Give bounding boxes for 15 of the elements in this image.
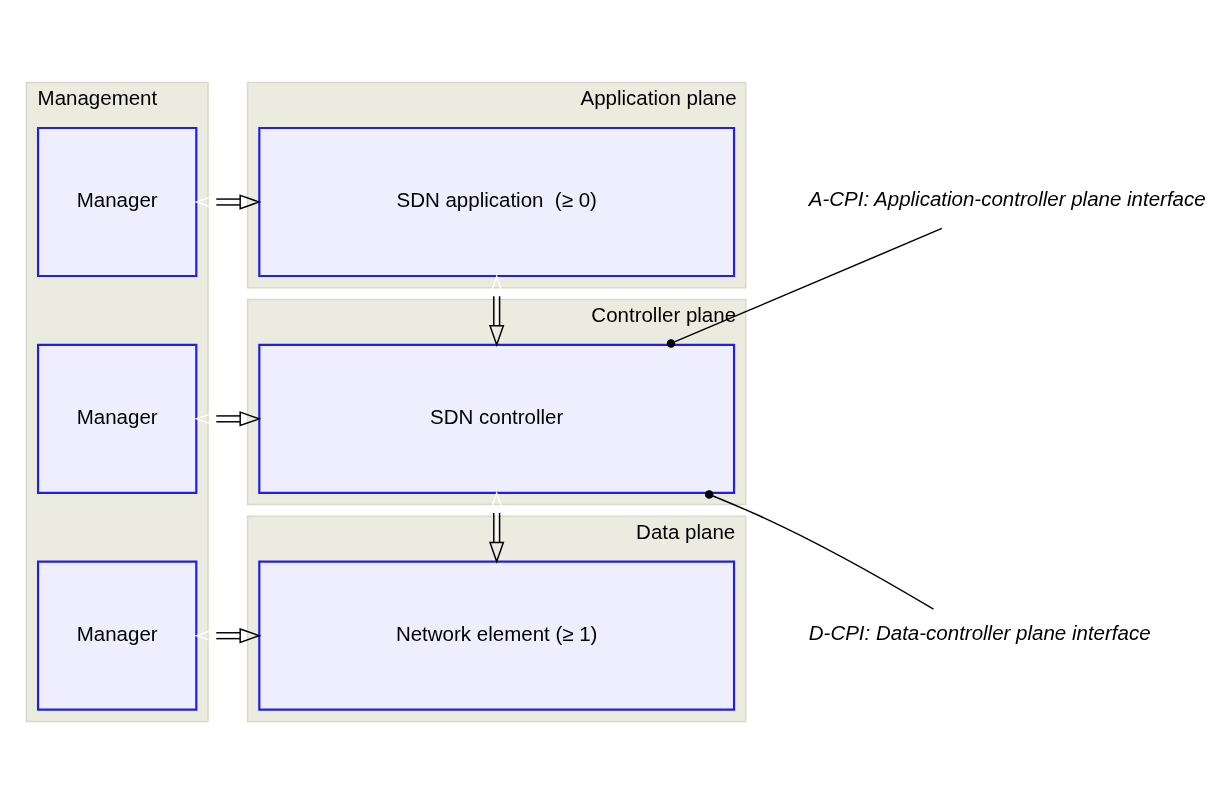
arrow	[194, 193, 262, 210]
arrow	[194, 627, 262, 643]
node-text: D-CPI: Data-controller plane interface	[808, 620, 1151, 644]
node-box: SDN controller	[258, 343, 736, 494]
node-box: Network element (≥ 1)	[258, 560, 736, 711]
arrow	[488, 490, 505, 564]
connector	[666, 227, 943, 348]
connector	[704, 489, 935, 610]
node-box: SDN application (≥ 0)	[258, 126, 736, 277]
arrow	[488, 273, 505, 347]
node-box: Manager	[36, 126, 198, 277]
node-box: Manager	[36, 560, 198, 711]
node-text: A-CPI: Application-controller plane interface	[808, 186, 1206, 210]
arrow	[194, 410, 262, 427]
node-box: Manager	[36, 343, 198, 494]
